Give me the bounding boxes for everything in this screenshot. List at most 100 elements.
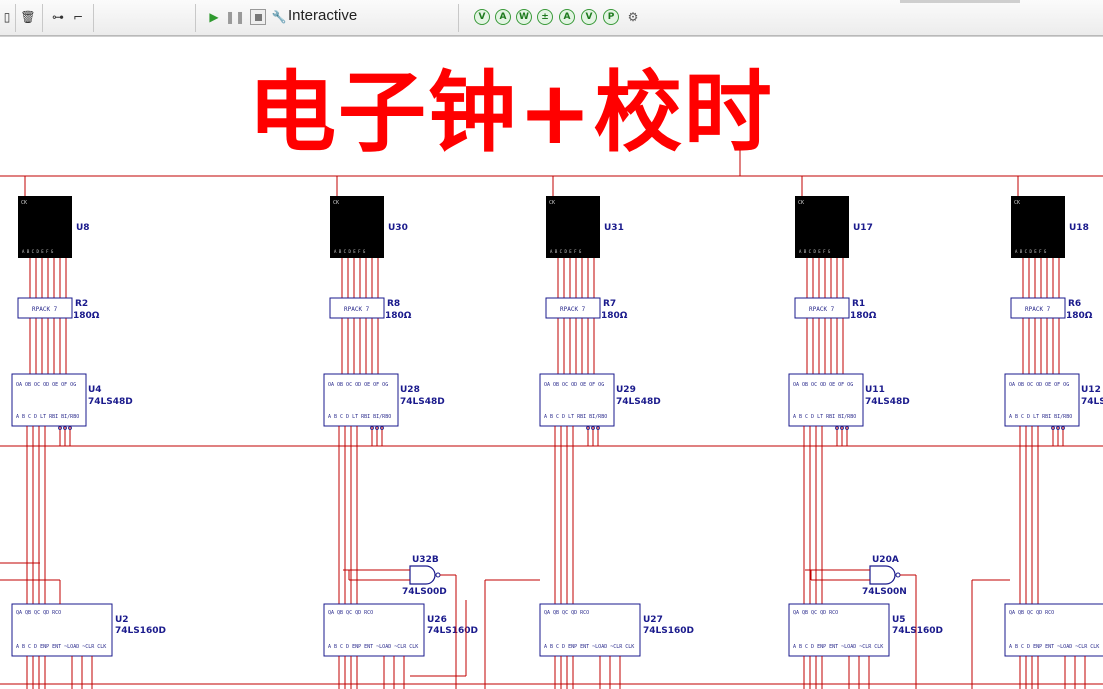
counter-pins-bottom: A B C D ENP ENT ~LOAD ~CLR CLK	[328, 644, 418, 650]
pin-dot	[835, 426, 839, 430]
decoder-pins-bottom: A B C D LT RBI BI/RBO	[16, 414, 79, 420]
gate-ref-label: U32B	[412, 555, 439, 565]
decade-counter[interactable]	[539, 603, 641, 657]
counter-pins-bottom: A B C D ENP ENT ~LOAD ~CLR CLK	[544, 644, 634, 650]
wrench-icon: 🔧	[271, 10, 287, 24]
bcd-decoder[interactable]	[11, 373, 87, 427]
counter-ref-label: U5	[892, 615, 906, 625]
resistor-pack[interactable]	[329, 297, 385, 319]
bcd-decoder[interactable]	[539, 373, 615, 427]
decoder-part-label: 74LS	[1081, 397, 1103, 407]
display-pin-labels: A B C D E F G	[799, 249, 831, 254]
display-ck-pin: CK	[333, 200, 339, 206]
counter-ref-label: U2	[115, 615, 129, 625]
seven-segment-display[interactable]	[330, 196, 384, 258]
stop-button[interactable]	[250, 9, 266, 25]
resistor-pack[interactable]	[794, 297, 850, 319]
differential-voltage-probe-icon[interactable]: ±	[537, 9, 553, 25]
resistor-value-label: 180Ω	[850, 311, 877, 321]
counter-part-label: 74LS160D	[115, 626, 166, 636]
decoder-pins-top: OA OB OC OD OE OF OG	[1009, 382, 1069, 388]
resistor-value-label: 180Ω	[1066, 311, 1093, 321]
bcd-decoder[interactable]	[788, 373, 864, 427]
counter-pins-bottom: A B C D ENP ENT ~LOAD ~CLR CLK	[16, 644, 106, 650]
decoder-part-label: 74LS48D	[616, 397, 661, 407]
rpack-label: RPACK 7	[1025, 306, 1051, 313]
hierarchy-icon[interactable]: ⊶	[52, 10, 64, 24]
gate-part-label: 74LS00D	[402, 587, 447, 597]
decoder-pins-bottom: A B C D LT RBI BI/RBO	[544, 414, 607, 420]
resistor-ref-label: R7	[603, 299, 616, 309]
bcd-decoder[interactable]	[1004, 373, 1080, 427]
pin-dot	[63, 426, 67, 430]
display-ref-label: U8	[76, 223, 90, 233]
counter-pins-top: QA QB QC QD RCO	[544, 610, 589, 616]
counter-part-label: 74LS160D	[892, 626, 943, 636]
settings-gear-icon[interactable]: ⚙	[627, 10, 639, 24]
delete-icon[interactable]: 🗑	[20, 10, 36, 24]
resistor-ref-label: R1	[852, 299, 865, 309]
pause-button[interactable]: ❚❚	[224, 10, 246, 24]
pin-dot	[840, 426, 844, 430]
decoder-ref-label: U29	[616, 385, 636, 395]
decoder-pins-bottom: A B C D LT RBI BI/RBO	[793, 414, 856, 420]
decoder-ref-label: U4	[88, 385, 102, 395]
step-icon[interactable]: ⌐	[72, 10, 84, 24]
display-ref-label: U31	[604, 223, 624, 233]
schematic-canvas[interactable]	[0, 36, 1103, 689]
decoder-ref-label: U28	[400, 385, 420, 395]
seven-segment-display[interactable]	[795, 196, 849, 258]
decoder-pins-bottom: A B C D LT RBI BI/RBO	[1009, 414, 1072, 420]
decoder-pins-bottom: A B C D LT RBI BI/RBO	[328, 414, 391, 420]
gate-ref-label: U20A	[872, 555, 899, 565]
resistor-ref-label: R6	[1068, 299, 1081, 309]
decade-counter[interactable]	[788, 603, 890, 657]
toolbar-tool-icon-1[interactable]: ▯	[3, 10, 11, 24]
run-button[interactable]: ▶	[209, 10, 219, 24]
display-ck-pin: CK	[798, 200, 804, 206]
resistor-pack[interactable]	[17, 297, 73, 319]
seven-segment-display[interactable]	[1011, 196, 1065, 258]
seven-segment-display[interactable]	[546, 196, 600, 258]
digital-probe-icon[interactable]: P	[603, 9, 619, 25]
resistor-pack[interactable]	[545, 297, 601, 319]
resistor-ref-label: R8	[387, 299, 400, 309]
decade-counter[interactable]	[1004, 603, 1103, 657]
rpack-label: RPACK 7	[32, 306, 58, 313]
display-ref-label: U17	[853, 223, 873, 233]
decoder-pins-top: OA OB OC OD OE OF OG	[544, 382, 604, 388]
pin-dot	[845, 426, 849, 430]
reference-probe-icon[interactable]: V	[581, 9, 597, 25]
resistor-pack[interactable]	[1010, 297, 1066, 319]
voltage-probe-icon[interactable]: V	[474, 9, 490, 25]
counter-part-label: 74LS160D	[643, 626, 694, 636]
counter-ref-label: U27	[643, 615, 663, 625]
pin-dot	[586, 426, 590, 430]
simulation-mode-label[interactable]: Interactive	[288, 7, 358, 24]
decoder-part-label: 74LS48D	[865, 397, 910, 407]
counter-pins-top: QA QB QC QD RCO	[1009, 610, 1054, 616]
counter-pins-bottom: A B C D ENP ENT ~LOAD ~CLR CLK	[1009, 644, 1099, 650]
pin-dot	[68, 426, 72, 430]
display-ck-pin: CK	[1014, 200, 1020, 206]
nand-gate[interactable]: U32B 74LS00D	[343, 555, 457, 689]
power-probe-icon[interactable]: W	[516, 9, 532, 25]
seven-segment-display[interactable]	[18, 196, 72, 258]
current-clamp-icon[interactable]: A	[559, 9, 575, 25]
resistor-value-label: 180Ω	[385, 311, 412, 321]
display-ref-label: U30	[388, 223, 408, 233]
counter-pins-top: QA QB QC QD RCO	[793, 610, 838, 616]
bcd-decoder[interactable]	[323, 373, 399, 427]
current-probe-icon[interactable]: A	[495, 9, 511, 25]
decade-counter[interactable]	[323, 603, 425, 657]
pin-dot	[1061, 426, 1065, 430]
resistor-ref-label: R2	[75, 299, 88, 309]
decoder-part-label: 74LS48D	[400, 397, 445, 407]
decade-counter[interactable]	[11, 603, 113, 657]
decoder-pins-top: OA OB OC OD OE OF OG	[16, 382, 76, 388]
